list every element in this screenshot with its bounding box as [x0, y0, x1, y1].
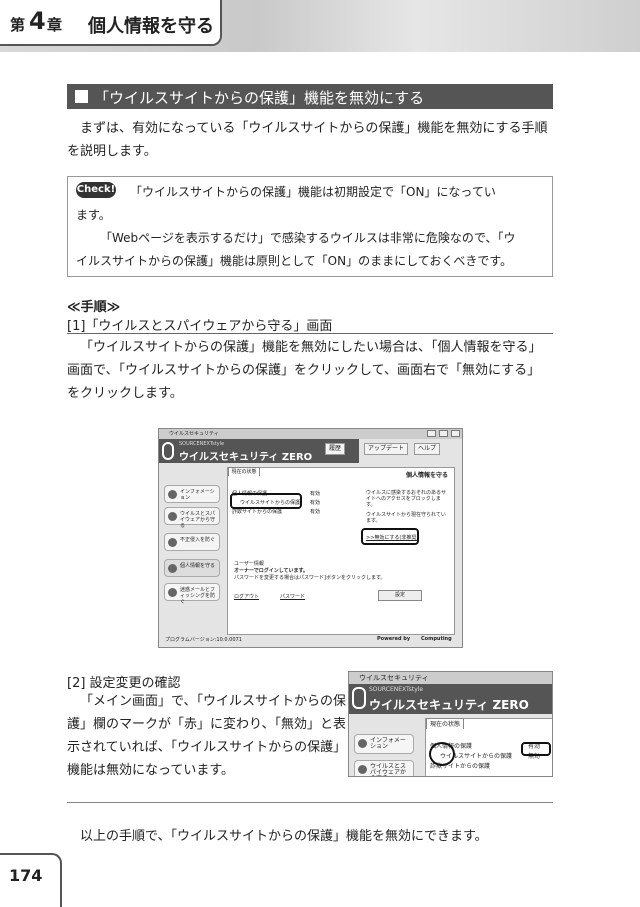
firewall-icon	[168, 538, 177, 547]
sidebar-item-spam[interactable]: 迷惑メールとフィッシングを防ぐ	[164, 583, 220, 605]
row-fraud-value: 有効	[310, 509, 321, 515]
note-line-3: 「Webページを表示するだけ」で感染するウイルスは非常に危険なので、「ウ	[100, 231, 516, 245]
highlight-virus-row	[230, 493, 302, 509]
history-button[interactable]: 履歴	[325, 443, 346, 455]
minimize-icon[interactable]	[427, 430, 436, 437]
highlight-status-mark	[429, 742, 455, 766]
password-link[interactable]: パスワード	[280, 594, 306, 600]
user-note: パスワードを変更する場合はパスワード]ボタンをクリックします。	[234, 575, 386, 581]
intro-paragraph: まずは、有効になっている「ウイルスサイトからの保護」機能を無効にする手順を説明し…	[67, 121, 548, 159]
chapter-suffix: 章	[47, 16, 63, 34]
step2-body: 「メイン画面」で、「ウイルスサイトからの保護」欄のマークが「赤」に変わり、「無効…	[67, 694, 347, 778]
check-note: Check! 「ウイルスサイトからの保護」機能は初期設定で「ON」になってい ま…	[67, 176, 553, 277]
brand-small: SOURCENEXTstyle	[179, 441, 225, 447]
sidebar-item-info[interactable]: インフォメーション	[164, 485, 220, 503]
info-icon	[168, 490, 177, 499]
page-number: 174	[9, 866, 43, 885]
section-heading: 「ウイルスサイトからの保護」機能を無効にする	[67, 84, 553, 109]
privacy-icon	[168, 564, 177, 573]
chapter-prefix: 第	[10, 16, 26, 34]
tab-status[interactable]: 現在の状態	[228, 467, 260, 476]
chapter-title: 個人情報を守る	[88, 16, 214, 37]
note-line-2: ます。	[76, 208, 111, 222]
logout-link[interactable]: ログアウト	[234, 594, 260, 600]
conclusion: 以上の手順で、「ウイルスサイトからの保護」機能を無効にできます。	[80, 829, 488, 844]
sidebar-item-privacy[interactable]: 個人情報を守る	[164, 559, 220, 577]
row-fraud[interactable]: 詐欺サイトからの保護	[430, 763, 491, 770]
powered-by: Powered by	[377, 636, 411, 642]
user-label: ユーザー情報	[234, 561, 264, 567]
user-login: オーナーでログインしています。	[234, 568, 309, 574]
shield-icon	[358, 765, 367, 774]
sidebar-item-intrusion[interactable]: 不正侵入を防ぐ	[164, 533, 220, 551]
brand-logo-icon	[162, 442, 174, 460]
square-icon	[75, 90, 88, 103]
screenshot-confirm: ウイルスセキュリティ SOURCENEXTstyle ウイルスセキュリティ ZE…	[348, 671, 553, 777]
main-panel: 現在の状態 個人情報を守る 個人情報の保護 有効 ウイルスサイトからの保護 有効…	[227, 467, 455, 635]
highlight-disabled-value	[521, 742, 551, 756]
sidebar-item-virus[interactable]: ウイルスとスパイウェアから守る	[354, 760, 414, 776]
row-virus-site[interactable]: ウイルスサイトからの保護	[240, 500, 301, 506]
sidebar-item-info[interactable]: インフォメーション	[354, 734, 414, 754]
screenshot-main-window: ウイルスセキュリティ SOURCENEXTstyle ウイルスセキュリティ ZE…	[158, 428, 463, 648]
window-titlebar: ウイルスセキュリティ	[159, 429, 462, 439]
sidebar-item-virus[interactable]: ウイルスとスパイウェアから守る	[164, 507, 220, 529]
brand-name: ウイルスセキュリティ ZERO	[369, 698, 529, 712]
chapter-header: 第 4 章 個人情報を守る	[0, 0, 640, 52]
row-fraud[interactable]: 詐欺サイトからの保護	[232, 509, 283, 515]
value-privacy: 有効	[528, 743, 541, 750]
highlight-disable-link	[361, 528, 419, 545]
update-button[interactable]: アップデート	[364, 443, 409, 455]
window-title: ウイルスセキュリティ	[169, 431, 219, 437]
note-line-4: イルスサイトからの保護」機能は原則として「ON」のままにしておくべきです。	[76, 254, 513, 268]
brand-small: SOURCENEXTstyle	[369, 686, 424, 693]
window-title: ウイルスセキュリティ	[359, 674, 429, 682]
check-badge: Check!	[76, 182, 116, 198]
panel-title: 個人情報を守る	[405, 472, 448, 479]
tab-status[interactable]: 現在の状態	[426, 718, 464, 729]
brand-logo-icon	[352, 687, 366, 709]
right-status: ウイルスサイトから現在守られています。	[366, 512, 446, 524]
value-virus-disabled: 無効	[528, 753, 541, 760]
help-button[interactable]: ヘルプ	[414, 443, 441, 455]
chapter-tab: 第 4 章 個人情報を守る	[0, 0, 222, 46]
steps-heading: ≪手順≫	[67, 300, 121, 315]
row-virus-site[interactable]: ウイルスサイトからの保護	[440, 753, 513, 760]
settings-button[interactable]: 設定	[378, 590, 422, 601]
brand-bar: SOURCENEXTstyle ウイルスセキュリティ ZERO	[349, 684, 552, 714]
divider	[67, 802, 553, 803]
step1-title: [1]「ウイルスとスパイウェアから守る」画面	[67, 315, 553, 334]
brand-name: ウイルスセキュリティ ZERO	[179, 452, 313, 463]
shield-icon	[168, 512, 177, 521]
right-description: ウイルスに感染するおそれのあるサイトへのアクセスをブロックします。	[366, 490, 447, 508]
step2-title: [2] 設定変更の確認	[67, 676, 181, 691]
version-label: プログラムバージョン:10.0.0071	[165, 637, 242, 643]
row-privacy-value: 有効	[310, 491, 321, 497]
maximize-icon[interactable]	[439, 430, 448, 437]
section-title: 「ウイルスサイトからの保護」機能を無効にする	[94, 89, 425, 107]
step1-body: 「ウイルスサイトからの保護」機能を無効にしたい場合は、「個人情報を守る」画面で、…	[67, 340, 542, 401]
info-icon	[358, 739, 367, 748]
window-titlebar: ウイルスセキュリティ	[349, 672, 552, 684]
row-virus-site-value: 有効	[310, 500, 321, 506]
note-line-1: 「ウイルスサイトからの保護」機能は初期設定で「ON」になってい	[130, 185, 496, 199]
disable-link[interactable]: >>無効にする(非推奨)	[366, 535, 419, 541]
page-number-tab: 174	[0, 853, 62, 907]
chapter-number: 4	[29, 7, 46, 35]
mail-icon	[168, 588, 177, 597]
powered-brand: Computing	[421, 636, 452, 642]
close-icon[interactable]	[451, 430, 460, 437]
